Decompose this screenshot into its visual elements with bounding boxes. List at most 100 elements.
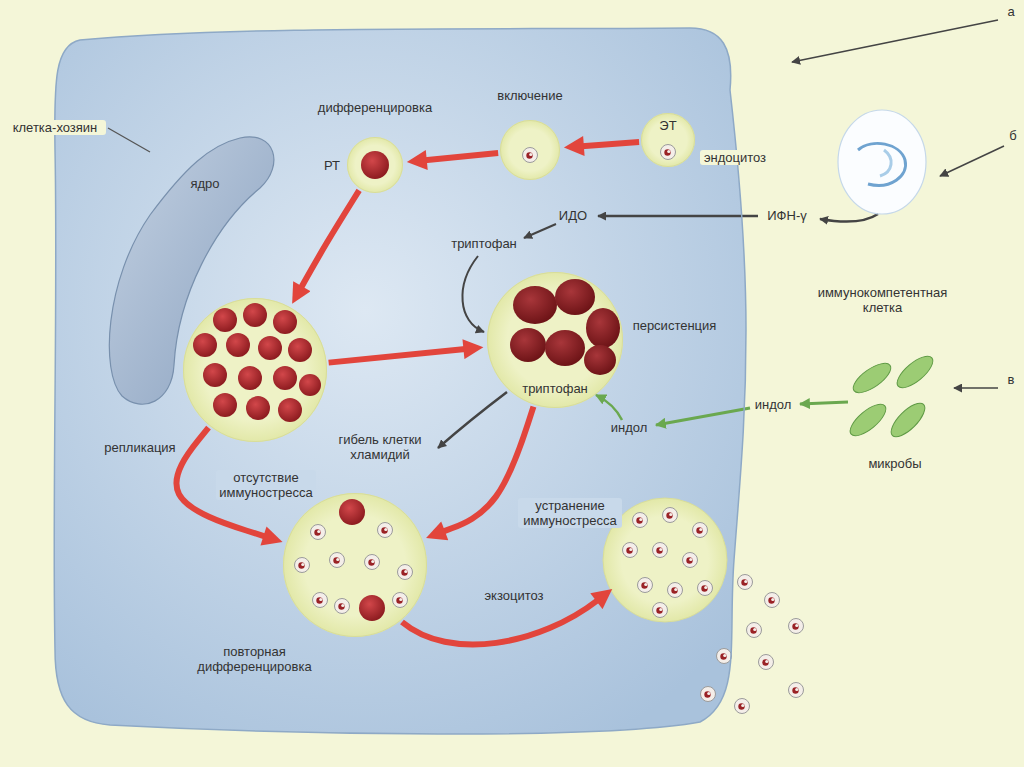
reticulate-body	[258, 336, 282, 360]
edge-label: устранение иммуностресса	[518, 498, 622, 528]
persistent-body	[584, 345, 616, 375]
node-label: дифференцировка	[310, 100, 440, 115]
elementary-body	[653, 543, 668, 558]
elementary-body	[295, 558, 310, 573]
host-cell-body	[54, 28, 746, 734]
connector-arrow	[582, 142, 639, 146]
elementary-body	[683, 553, 698, 568]
node-outline	[347, 137, 403, 193]
vesicle	[283, 493, 427, 637]
reticulate-body	[243, 303, 267, 327]
reticulate-body	[273, 310, 297, 334]
elementary-body	[378, 523, 393, 538]
elementary-body	[335, 599, 350, 614]
elementary-body	[313, 593, 328, 608]
node-outline	[835, 108, 930, 218]
reticulate-body	[339, 499, 365, 525]
elementary-body	[735, 699, 750, 714]
immune-cell-body	[838, 110, 926, 214]
indole-arrow	[656, 408, 750, 425]
reticulate-body	[299, 374, 321, 396]
reticulate-body	[203, 363, 227, 387]
persistent-body	[510, 328, 546, 362]
pathway-arrow	[524, 224, 556, 238]
node-label: персистенция	[627, 318, 722, 333]
reticulate-body	[246, 396, 270, 420]
node-label: репликация	[95, 440, 185, 455]
node-label: клетка-хозяин	[4, 120, 106, 135]
node-label: ядро	[183, 176, 227, 191]
pathway-label: а	[1004, 4, 1018, 19]
pathway-label: индол	[608, 420, 650, 435]
elementary-body	[701, 687, 716, 702]
vesicle	[641, 113, 695, 167]
elementary-body	[698, 581, 713, 596]
vesicle	[183, 298, 327, 442]
elementary-body	[623, 543, 638, 558]
reticulate-body	[193, 333, 217, 357]
vesicle-outline	[642, 114, 695, 167]
reticulate-body	[213, 308, 237, 332]
elementary-body	[638, 578, 653, 593]
elementary-bodies	[295, 145, 804, 714]
vesicle-outline	[348, 138, 403, 193]
pathway-label: ИФН-γ	[762, 208, 812, 223]
connector-arrow	[425, 153, 498, 160]
node-label: эндоцитоз	[700, 150, 770, 165]
persistent-body	[513, 286, 557, 324]
nucleus-outline	[109, 137, 274, 404]
microbe	[892, 351, 937, 393]
elementary-body	[668, 583, 683, 598]
elementary-body	[747, 623, 762, 638]
pathway-label: экзоцитоз	[478, 588, 550, 603]
connector-arrow	[301, 190, 359, 288]
elementary-body	[661, 145, 676, 160]
immune-cell-figure	[838, 110, 926, 214]
node-outline	[183, 298, 327, 442]
pathway-label: в	[1004, 372, 1018, 387]
vesicle	[487, 272, 623, 408]
microbe	[886, 398, 930, 442]
node-outline	[90, 130, 290, 420]
elementary-body	[663, 508, 678, 523]
pathway-label: ИДО	[555, 208, 591, 223]
pointer-arrow	[940, 146, 1004, 176]
replication-vesicle: репликация	[183, 298, 327, 442]
pointer-arrow	[792, 20, 998, 62]
pathway-label: триптофан	[448, 236, 520, 251]
elementary-body	[398, 565, 413, 580]
pathway-arrow	[438, 392, 507, 448]
persistence-vesicle: персистенциятриптофан	[487, 272, 623, 408]
elementary-body	[311, 525, 326, 540]
pathway-arrow	[820, 214, 878, 222]
immune-cell-swirl	[880, 150, 891, 176]
leader-line	[108, 128, 150, 152]
elementary-body	[717, 649, 732, 664]
pathway-arrow	[598, 215, 758, 218]
vesicle-outline	[284, 494, 427, 637]
elementary-body	[789, 683, 804, 698]
persistent-body	[586, 308, 620, 348]
cell-membrane	[54, 28, 746, 734]
elementary-body	[365, 555, 380, 570]
node-label: иммунокомпетентная клетка	[810, 285, 955, 315]
reticulate-body	[288, 338, 312, 362]
elementary-body	[759, 655, 774, 670]
elementary-body	[653, 603, 668, 618]
redifferentiation-vesicle: повторная дифференцировка	[283, 493, 427, 637]
immune-cell-swirl	[858, 143, 906, 185]
inclusion-vesicle: включение	[500, 120, 560, 180]
elementary-body	[765, 593, 780, 608]
vesicle-outline	[488, 273, 623, 408]
reticulate-bodies	[193, 151, 389, 621]
immune-cell-outline	[838, 110, 926, 214]
microbe	[845, 399, 890, 441]
node-label: включение	[492, 88, 568, 103]
microbes-figure	[845, 351, 937, 442]
microbes-group: микробы	[845, 352, 940, 442]
reticulate-body	[278, 398, 302, 422]
indole-arrow	[596, 395, 622, 420]
